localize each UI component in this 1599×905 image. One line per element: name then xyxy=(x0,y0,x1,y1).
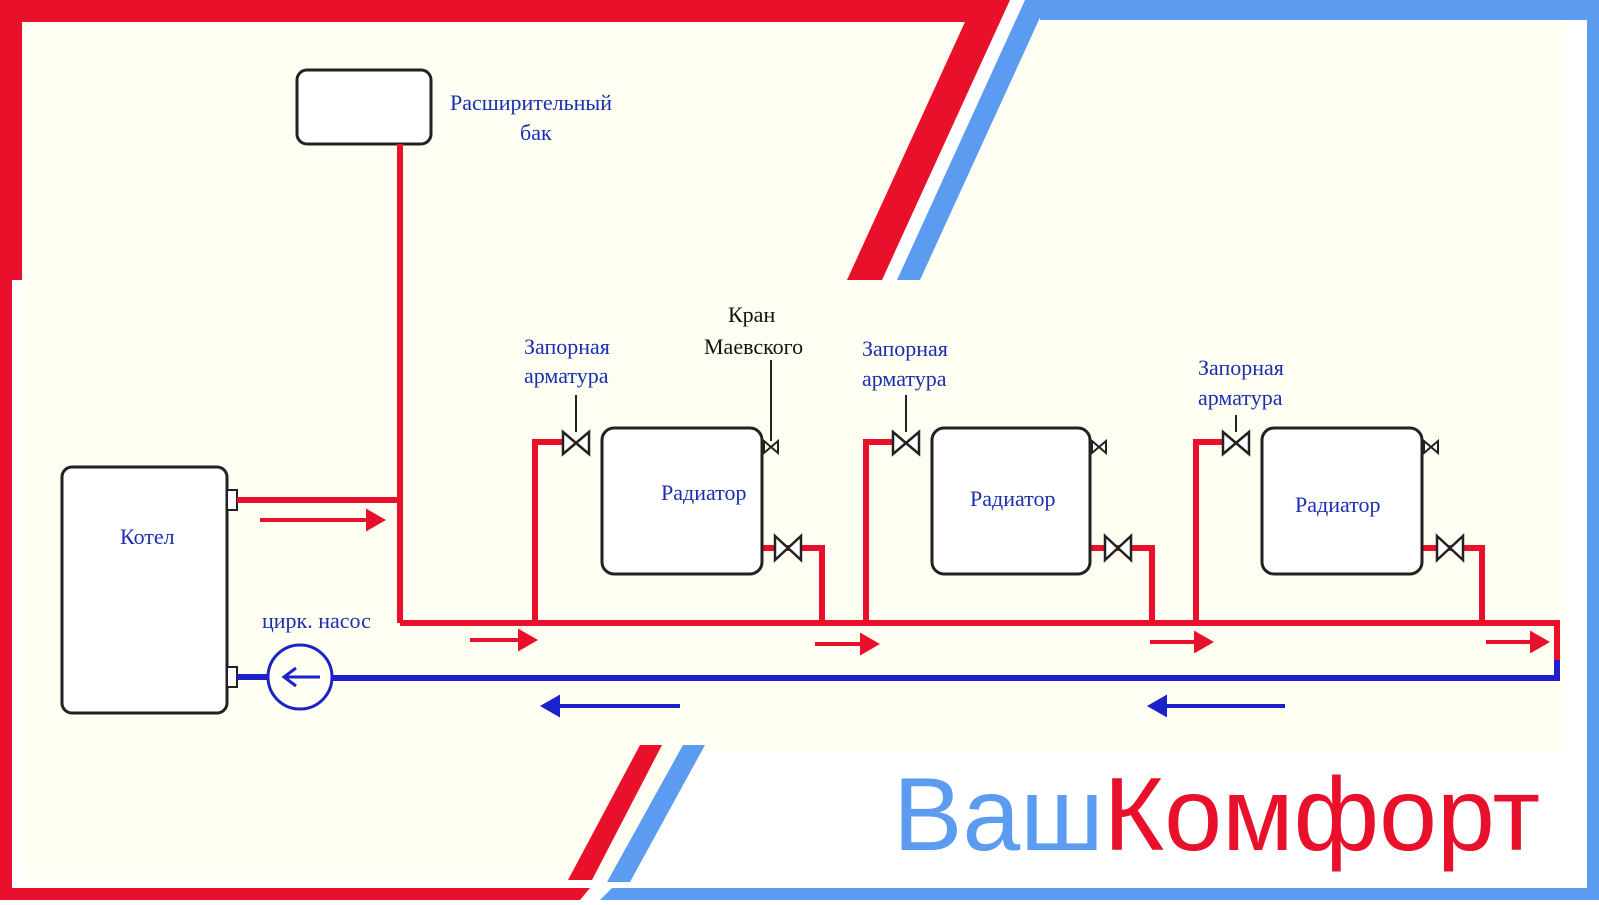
valve-1-label-line1: Запорная xyxy=(524,334,610,359)
valve-3-out-icon xyxy=(1435,533,1465,563)
valve-1-label-line2: арматура xyxy=(524,363,609,388)
pump-label: цирк. насос xyxy=(262,608,371,633)
valve-2-label-line1: Запорная xyxy=(862,336,948,361)
panel-bottom-right xyxy=(640,752,1565,865)
valve-2-in-icon xyxy=(891,429,921,457)
radiator-2 xyxy=(930,426,1092,576)
supply-arrow-icon-4 xyxy=(1150,630,1215,654)
supply-radiator-1-in xyxy=(532,439,565,623)
return-arrow-icon-1 xyxy=(539,694,680,718)
return-arrow-icon-2 xyxy=(1146,694,1285,718)
supply-radiator-3-in xyxy=(1193,439,1225,623)
valve-2-out-icon xyxy=(1103,533,1133,563)
mayevsky-label-line2: Маевского xyxy=(704,334,803,359)
panel-bottom-left xyxy=(22,752,635,865)
brand-part-1: Ваш xyxy=(893,757,1104,873)
radiator-3-label: Радиатор xyxy=(1295,492,1381,517)
valve-3-label-line1: Запорная xyxy=(1198,355,1284,380)
mayevsky-valve-2-icon xyxy=(1091,438,1107,456)
brand-part-2: Комфорт xyxy=(1104,757,1541,873)
expansion-tank xyxy=(295,68,433,146)
radiator-1 xyxy=(600,426,764,576)
return-flow-arrows xyxy=(539,694,1285,718)
radiator-1-label: Радиатор xyxy=(661,480,747,505)
boiler-label: Котел xyxy=(120,524,175,549)
panel-top-left xyxy=(22,22,975,280)
supply-flow-arrows xyxy=(260,508,1551,656)
panel-top-right xyxy=(910,22,1565,280)
expansion-tank-label-line2: бак xyxy=(520,120,552,145)
valve-1-out-icon xyxy=(773,533,803,563)
valve-1-in-icon xyxy=(561,429,591,457)
supply-arrow-icon-5 xyxy=(1486,630,1551,654)
stripe-red-bottom xyxy=(568,745,662,880)
return-main-line xyxy=(332,660,1560,681)
pump-arrow-icon xyxy=(281,666,320,688)
stripe-blue-top xyxy=(897,0,1048,280)
radiator-3 xyxy=(1260,426,1424,576)
stripe-red-top xyxy=(847,0,1010,280)
supply-radiator-2-in xyxy=(863,439,895,623)
return-pipes xyxy=(237,660,1560,681)
mayevsky-valve-1-icon xyxy=(763,438,779,456)
shutoff-valve-icons xyxy=(561,429,1465,563)
brand-logo: ВашКомфорт xyxy=(893,757,1540,873)
valve-3-label-line2: арматура xyxy=(1198,385,1283,410)
radiator-2-label: Радиатор xyxy=(970,486,1056,511)
supply-arrow-icon-3 xyxy=(815,632,881,656)
supply-arrow-icon-1 xyxy=(260,508,387,532)
supply-main-line xyxy=(400,620,1560,660)
supply-arrow-icon-2 xyxy=(470,628,539,652)
mayevsky-valve-3-icon xyxy=(1423,438,1439,456)
expansion-tank-label-line1: Расширительный xyxy=(450,90,612,115)
valve-stems xyxy=(575,395,1237,432)
mayevsky-valve-icons xyxy=(763,438,1439,456)
stripe-blue-bottom xyxy=(607,745,705,882)
valve-2-label-line2: арматура xyxy=(862,366,947,391)
boiler xyxy=(60,465,229,715)
boiler-inlet-fitting xyxy=(226,666,238,688)
mayevsky-label-line1: Кран xyxy=(728,302,775,327)
valve-3-in-icon xyxy=(1221,429,1251,457)
boiler-outlet-fitting xyxy=(226,489,238,511)
